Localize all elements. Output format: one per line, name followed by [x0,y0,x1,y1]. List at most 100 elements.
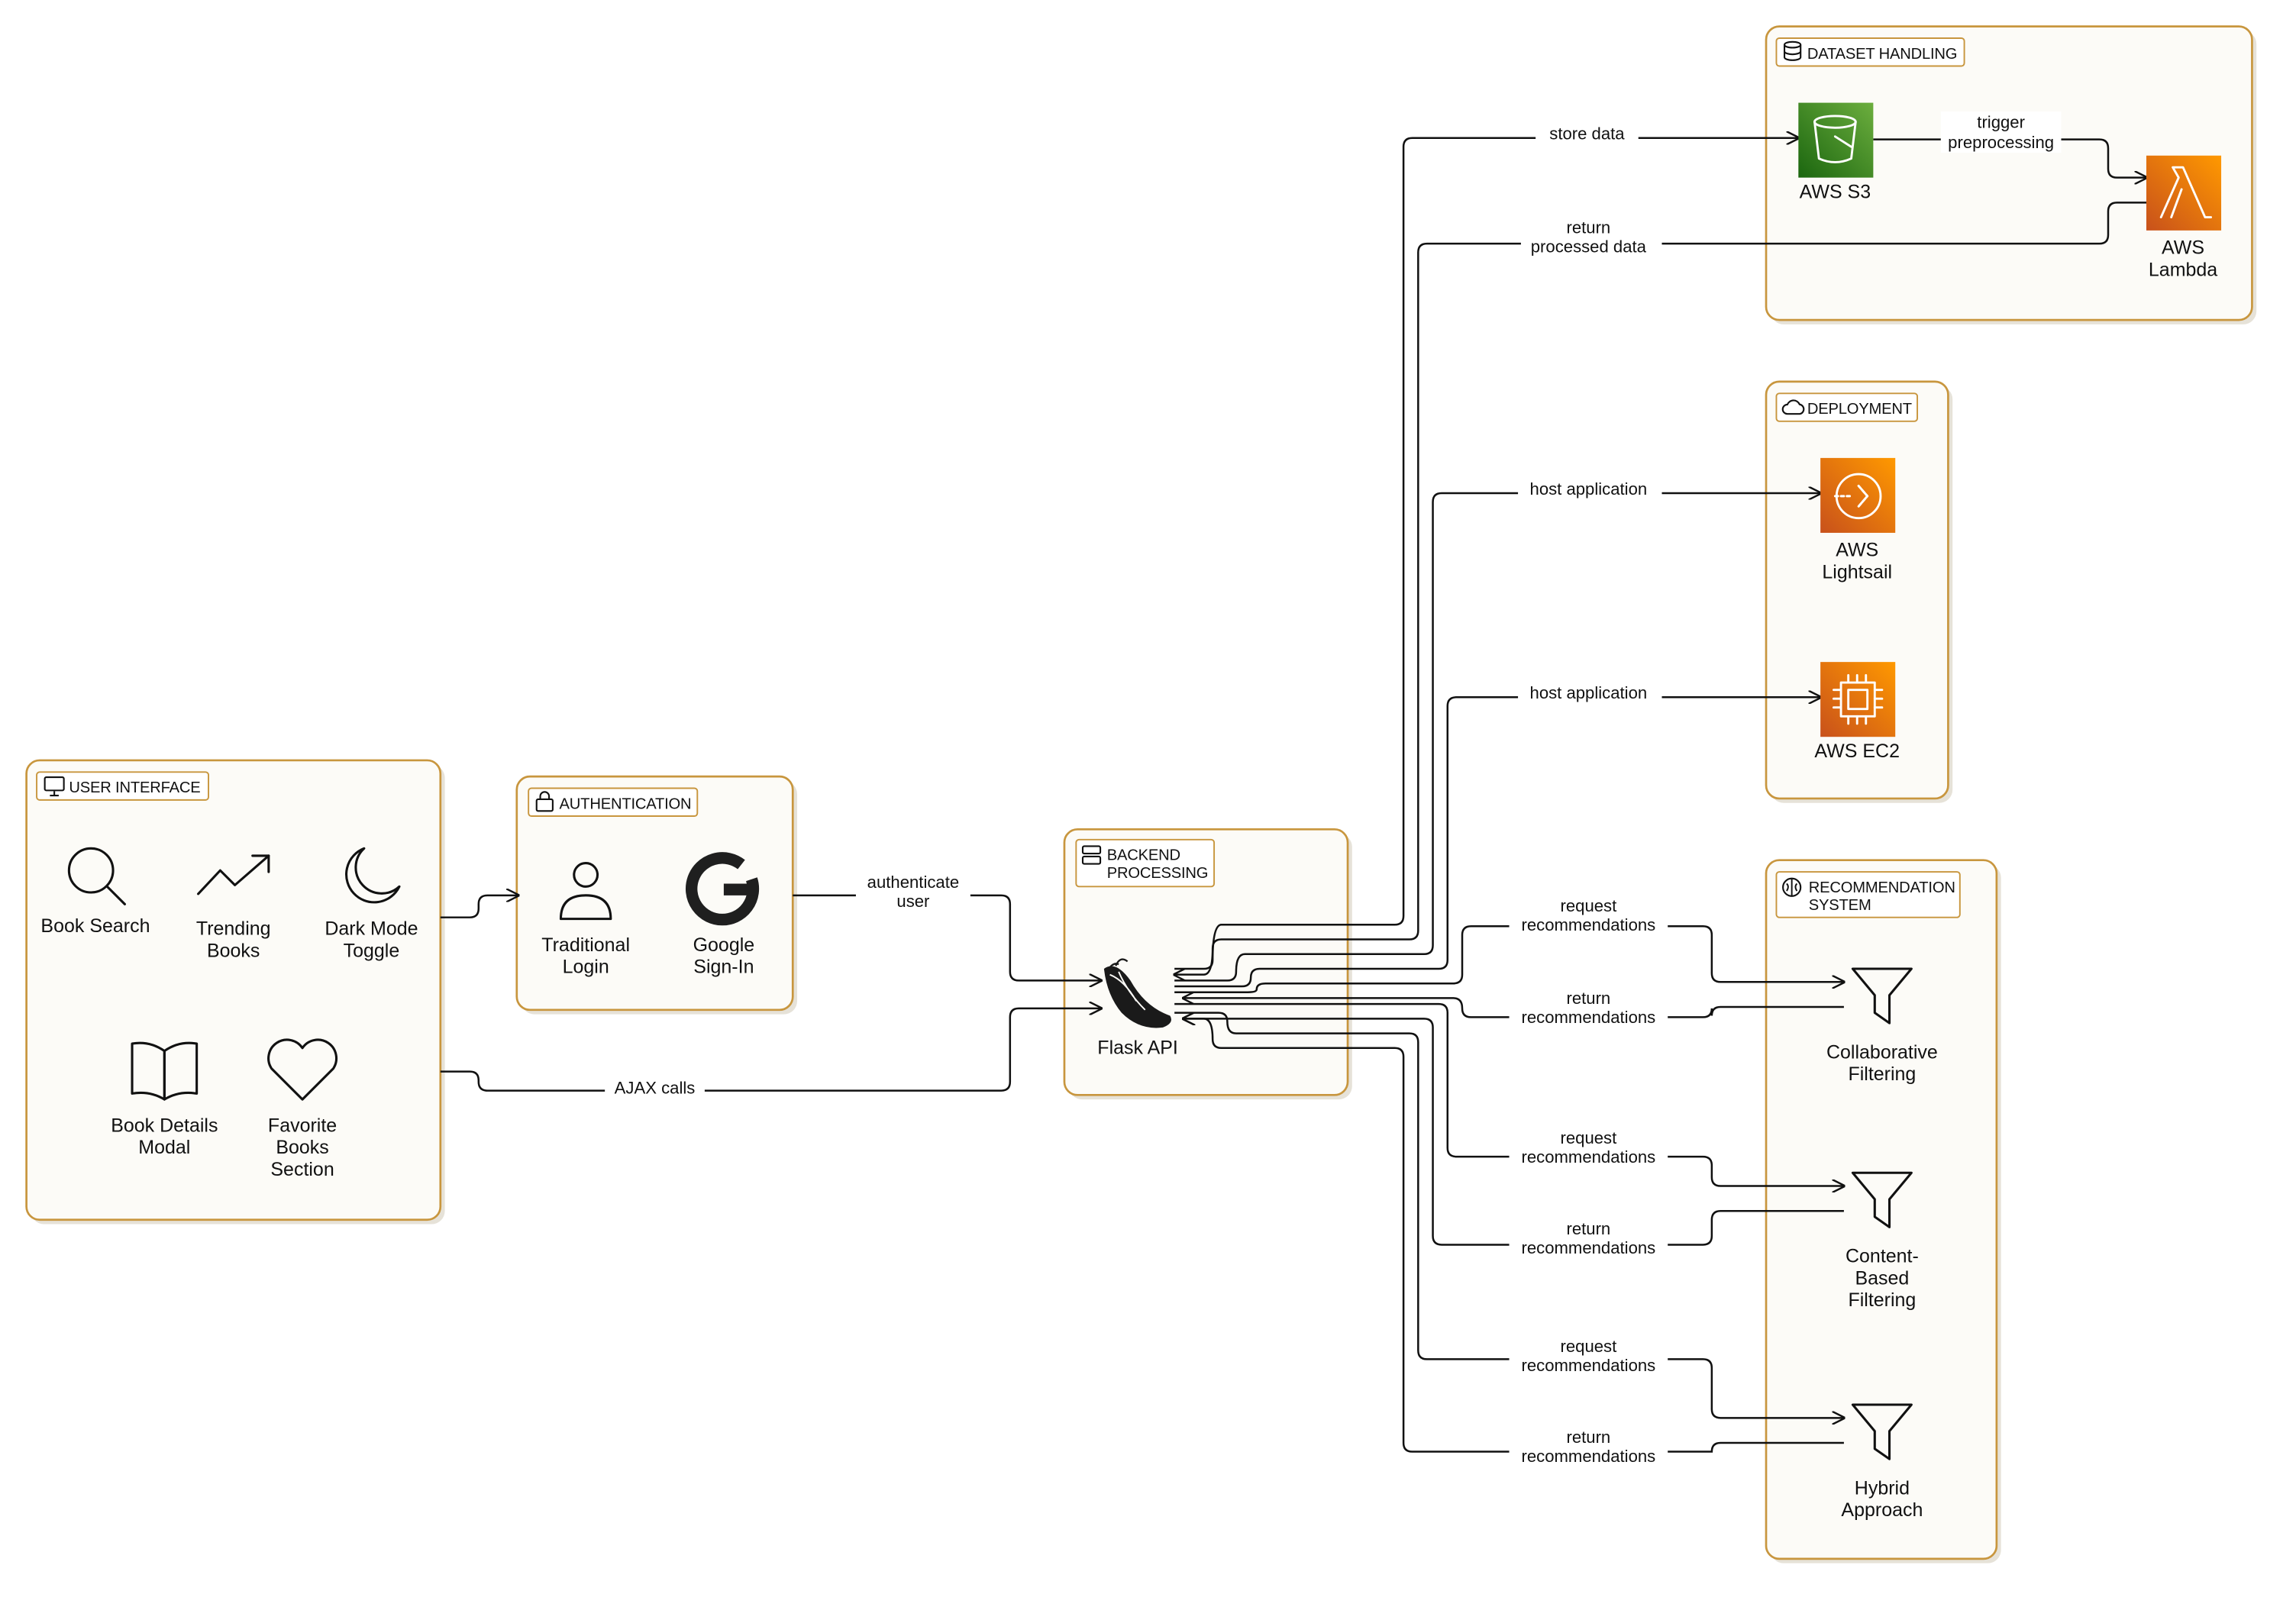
node-label-trending-1: Trending [196,918,271,940]
node-label-traditional-1: Traditional [541,934,630,956]
edge-label-authenticate-2: user [896,892,929,911]
node-label-lightsail-1: AWS [1836,540,1878,561]
node-flask-api[interactable]: Flask API [1097,958,1178,1059]
group-deployment: DEPLOYMENT [1765,380,1953,803]
filter-icon [1851,1403,1913,1460]
filter-icon [1851,1171,1913,1228]
open-book-icon [131,1041,199,1101]
node-book-details-modal[interactable]: Book Details Modal [111,1041,218,1158]
group-label-recommendation-1: RECOMMENDATION [1809,879,1955,896]
node-content-based-filtering[interactable]: Content- Based Filtering [1846,1171,1919,1311]
edge-label-ret-content-1: return [1566,1219,1610,1238]
edge-label-trigger-1: trigger [1977,112,2025,131]
node-traditional-login[interactable]: Traditional Login [541,862,630,978]
node-label-book-details-2: Modal [138,1137,190,1158]
node-aws-ec2[interactable]: AWS EC2 [1814,662,1900,762]
edge-label-ret-content-2: recommendations [1521,1238,1655,1257]
edge-request-hybrid [1174,1012,1844,1418]
search-icon [67,847,126,905]
edge-label-req-hybrid-2: recommendations [1521,1356,1655,1375]
monitor-icon [44,776,65,797]
heart-icon [267,1038,338,1101]
node-trending-books[interactable]: Trending Books [196,854,271,962]
group-label-user-interface: USER INTERFACE [69,779,200,796]
edge-ui-to-auth [440,895,518,918]
node-aws-lambda[interactable]: AWS Lambda [2146,155,2222,281]
node-favorite-books-section[interactable]: Favorite Books Section [267,1038,338,1180]
edge-return-collaborative [1184,998,1844,1018]
lightsail-icon [1833,473,1882,520]
flask-horn-icon [1103,958,1171,1028]
node-label-collab-2: Filtering [1848,1063,1916,1085]
node-label-hybrid-2: Approach [1841,1499,1923,1521]
edge-label-req-collab-1: request [1560,896,1616,915]
node-label-hybrid-1: Hybrid [1855,1477,1910,1499]
edge-label-ret-hybrid-2: recommendations [1521,1447,1655,1466]
node-label-flask: Flask API [1097,1037,1178,1058]
edge-auth-to-flask [793,894,1101,981]
node-label-lambda-1: AWS [2162,237,2204,259]
edge-label-ajax: AJAX calls [615,1078,696,1097]
node-label-collab-1: Collaborative [1826,1041,1938,1063]
group-label-backend-1: BACKEND [1107,847,1180,864]
edge-label-ret-hybrid-1: return [1566,1428,1610,1447]
edge-label-req-content-1: request [1560,1128,1616,1147]
node-label-traditional-2: Login [563,957,609,978]
node-hybrid-approach[interactable]: Hybrid Approach [1841,1403,1923,1521]
group-label-dataset: DATASET HANDLING [1807,46,1957,63]
moon-icon [345,847,401,904]
edge-label-req-collab-2: recommendations [1521,915,1655,934]
group-label-authentication: AUTHENTICATION [560,795,692,812]
edge-label-return-processed-2: processed data [1531,237,1647,257]
node-book-search[interactable]: Book Search [40,847,150,937]
edge-label-ret-collab-2: recommendations [1521,1008,1655,1027]
group-label-deployment: DEPLOYMENT [1807,401,1912,418]
edge-ui-to-flask-ajax [440,1008,1101,1092]
group-user-interface: USER INTERFACE [25,759,445,1225]
lambda-icon [2159,166,2213,219]
edge-flask-to-ec2 [1174,697,1820,988]
node-label-book-details-1: Book Details [111,1115,218,1136]
node-label-lightsail-2: Lightsail [1822,562,1892,583]
node-aws-lightsail[interactable]: AWS Lightsail [1820,457,1896,583]
group-label-backend-2: PROCESSING [1107,865,1209,882]
brain-icon [1782,877,1802,897]
group-label-recommendation-2: SYSTEM [1809,897,1871,914]
node-label-google-1: Google [693,934,755,956]
trending-up-icon [197,854,270,895]
edge-label-req-hybrid-1: request [1560,1337,1616,1356]
node-label-s3: AWS S3 [1800,182,1871,203]
edge-lambda-to-flask [1174,202,2146,974]
edge-label-trigger-2: preprocessing [1948,133,2054,152]
node-dark-mode-toggle[interactable]: Dark Mode Toggle [325,847,418,962]
node-label-content-2: Based [1855,1267,1909,1289]
edge-request-collaborative [1174,925,1844,993]
filter-icon [1851,967,1913,1025]
node-collaborative-filtering[interactable]: Collaborative Filtering [1826,967,1938,1085]
node-label-content-1: Content- [1846,1246,1919,1267]
node-label-lambda-2: Lambda [2149,259,2217,280]
ec2-chip-icon [1833,673,1884,725]
node-google-sign-in[interactable]: Google Sign-In [686,852,760,978]
s3-bucket-icon [1813,115,1857,163]
node-label-content-3: Filtering [1848,1289,1916,1311]
lock-icon [535,791,554,812]
server-icon [1081,845,1102,865]
edge-return-hybrid [1184,1018,1844,1453]
node-label-trending-2: Books [207,941,260,962]
edges: authenticate user AJAX calls store data … [440,111,2146,1467]
group-authentication: AUTHENTICATION [515,775,798,1015]
database-icon [1783,40,1802,61]
node-label-dark-mode-2: Toggle [344,941,400,962]
google-icon [686,852,760,926]
edge-label-authenticate-1: authenticate [867,873,959,892]
edge-s3-to-lambda [1873,138,2146,178]
node-label-favorites-1: Favorite [268,1115,337,1136]
node-aws-s3[interactable]: AWS S3 [1798,102,1874,203]
edge-label-host-lightsail: host application [1530,479,1648,499]
group-recommendation-system: RECOMMENDATION SYSTEM [1765,859,2001,1563]
group-dataset-handling: DATASET HANDLING [1765,25,2257,324]
user-icon [559,862,612,921]
cloud-icon [1781,399,1805,415]
group-backend-processing: BACKEND PROCESSING [1063,828,1352,1100]
